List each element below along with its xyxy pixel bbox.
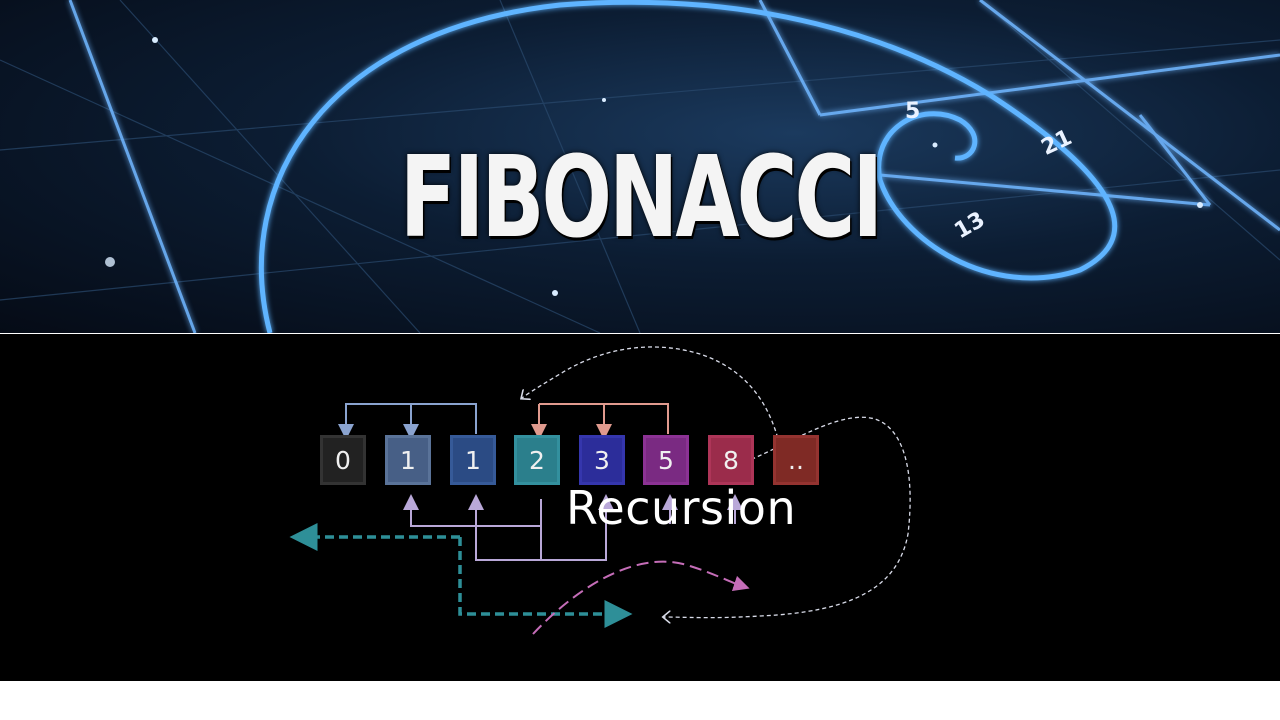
sequence-cell-2: 1 [450, 435, 496, 485]
sequence-cell-1: 1 [385, 435, 431, 485]
blue-bracket-arrows [338, 403, 477, 440]
recursion-diagram-panel: 0 1 1 2 3 5 8 .. Recursion [0, 334, 1280, 681]
spiral-number-13: 13 [950, 207, 989, 244]
lilac-bracket-arrows [403, 494, 743, 561]
sequence-cell-0: 0 [320, 435, 366, 485]
sequence-cell-7: .. [773, 435, 819, 485]
recursion-caption: Recursion [566, 481, 797, 535]
white-dotted-loops [522, 346, 911, 618]
pink-dashed-curve [532, 560, 750, 635]
fibonacci-banner: 5 21 13 FIBONACCI [0, 0, 1280, 333]
sequence-cell-6: 8 [708, 435, 754, 485]
spiral-number-5: 5 [905, 99, 920, 124]
golden-spiral-graphic: 5 21 13 [0, 0, 1280, 333]
salmon-bracket-arrows [531, 403, 669, 440]
sequence-cell-5: 5 [643, 435, 689, 485]
arrows-layer [289, 346, 911, 635]
teal-dashed-arrows [289, 523, 633, 628]
sequence-cell-4: 3 [579, 435, 625, 485]
bottom-white-strip [0, 681, 1280, 720]
sequence-cell-3: 2 [514, 435, 560, 485]
banner-title: FIBONACCI [399, 133, 883, 263]
